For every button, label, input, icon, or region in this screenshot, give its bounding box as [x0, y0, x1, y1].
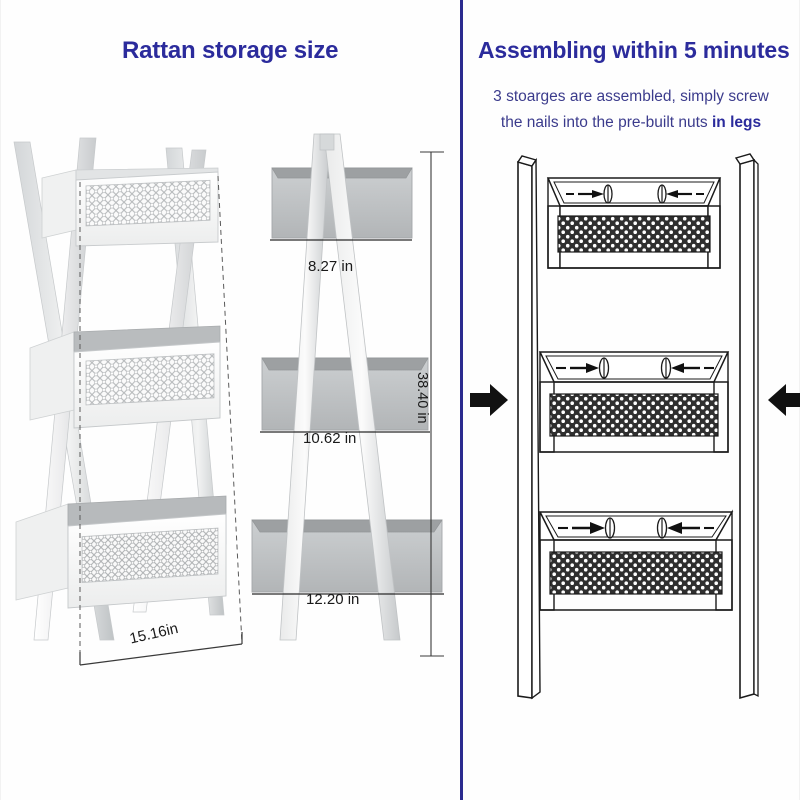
shelf-bottom-3d: [15, 495, 227, 609]
arrow-left-icon: [768, 384, 800, 416]
assembly-shelf-middle: [538, 351, 730, 453]
panel-divider: [460, 0, 463, 800]
assembly-left-leg: [516, 155, 541, 700]
screw-symbol-left-middle: [556, 357, 610, 379]
screw-symbol-right-bottom: [656, 517, 714, 539]
right-panel-title: Assembling within 5 minutes: [478, 37, 790, 63]
screw-symbol-right-middle: [660, 357, 714, 379]
shelf-middle-3d: [29, 325, 221, 429]
screw-symbol-right-top: [657, 184, 704, 204]
dimension-total-height: 38.40 in: [414, 372, 430, 424]
total-height-dimension-rule: [420, 151, 444, 657]
assembly-description-line1: 3 stoarges are assembled, simply screw: [493, 88, 769, 105]
shelf-middle-side: [261, 357, 429, 431]
assembly-diagram-illustration: [516, 153, 759, 700]
left-panel-title: Rattan storage size: [122, 37, 339, 64]
page-edge-left: [0, 0, 1, 800]
assembly-shelf-bottom: [538, 509, 734, 611]
dimension-depth: 8.27 in: [308, 258, 354, 275]
dimension-middle-width: 10.62 in: [303, 430, 357, 447]
dimension-bottom-width: 12.20 in: [306, 591, 360, 608]
assembly-description-line2: the nails into the pre-built nuts: [500, 114, 712, 131]
screw-symbol-left-top: [566, 184, 613, 204]
product-perspective-illustration: [13, 137, 243, 666]
assembly-right-leg: [734, 153, 759, 700]
assembly-description: 3 stoarges are assembled, simply screw t…: [466, 84, 796, 136]
assembly-description-emphasis: in legs: [712, 114, 762, 131]
arrow-right-icon: [470, 384, 508, 416]
screw-symbol-left-bottom: [558, 517, 616, 539]
shelf-top-3d: [41, 167, 219, 247]
assembly-shelf-top: [546, 177, 722, 269]
product-side-view-illustration: [251, 133, 444, 641]
